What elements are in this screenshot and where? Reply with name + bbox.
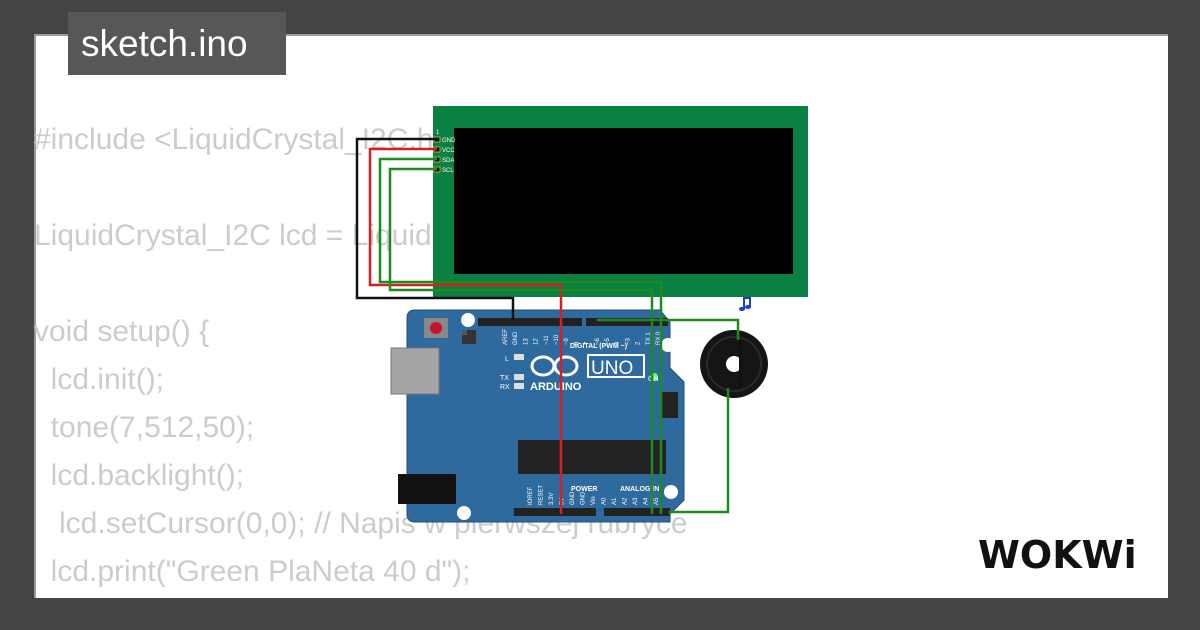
pin-label: ~3 — [625, 337, 631, 345]
board-model-label: UNO — [591, 358, 633, 379]
pin-label: 3.3V — [549, 493, 555, 505]
code-line: lcd.init(); — [34, 363, 165, 396]
wokwi-logo-text: WOKWi — [978, 533, 1137, 576]
pin-label: 12 — [534, 338, 540, 345]
code-line: lcd.print("Green PlaNeta 40 d"); — [34, 555, 471, 588]
pin-label: Vin — [591, 496, 597, 505]
pin-label: AREF — [503, 329, 509, 345]
usb-port — [390, 347, 440, 395]
pin-label: GND — [581, 491, 587, 505]
arduino-uno-board[interactable]: UNO ARDUINO DIGITAL (PWM ~) POWER ANALOG… — [390, 309, 685, 523]
lcd-screen — [454, 128, 793, 274]
analog-header-label: ANALOG IN — [620, 486, 659, 493]
code-line: void setup() { — [34, 315, 210, 348]
lcd-pin-gnd: GND — [442, 138, 456, 144]
pin-label: A2 — [623, 497, 629, 505]
lcd-pin1-marker: 1 — [436, 130, 440, 136]
pin-label: IOREF — [528, 486, 534, 505]
wire-scl — [388, 167, 654, 514]
piezo-buzzer[interactable] — [700, 330, 768, 398]
pin-label: TX 1 — [646, 332, 652, 345]
pin-label: ~6 — [595, 337, 601, 345]
wire-sda — [378, 157, 663, 514]
sketch-title-tab: sketch.ino — [68, 12, 286, 75]
pin-label: 4 — [615, 341, 621, 345]
music-note-icon — [739, 297, 751, 311]
lcd-pin-sda: SDA — [442, 158, 454, 164]
wire-vcc — [368, 147, 563, 514]
board-brand-label: ARDUINO — [530, 381, 582, 393]
wires — [355, 137, 740, 514]
wokwi-logo: WOKWi — [978, 533, 1137, 576]
pin-label: GND — [513, 331, 519, 345]
power-header-label: POWER — [571, 486, 597, 493]
bottom-pin-labels: IOREF RESET 3.3V 5V GND GND Vin A0 A1 A2 A3 A4 A5 — [528, 485, 660, 505]
wire-gnd — [355, 137, 515, 320]
led-label-rx: RX — [500, 384, 510, 391]
pin-label: A5 — [654, 497, 660, 505]
lcd-display[interactable]: 1 GND VCC SDA SCL — [433, 106, 808, 297]
pin-label: ~9 — [564, 337, 570, 345]
led-label-l: L — [505, 356, 509, 363]
lcd-pin-scl: SCL — [442, 168, 454, 174]
code-line: lcd.backlight(); — [34, 459, 245, 492]
pin-label: GND — [570, 491, 576, 505]
pin-label: ~5 — [605, 337, 611, 345]
pin-label: 5V — [560, 498, 566, 505]
power-jack — [398, 474, 456, 504]
code-line: tone(7,512,50); — [34, 411, 255, 444]
pin-label: RX 0 — [656, 331, 662, 345]
pin-label: 2 — [636, 341, 642, 345]
pin-label: ~11 — [544, 335, 550, 345]
pin-label: A1 — [612, 497, 618, 505]
pin-label: A3 — [633, 497, 639, 505]
wire-buzzer-gnd — [668, 388, 730, 514]
pin-label: A0 — [602, 497, 608, 505]
arduino-infinity-logo — [530, 355, 579, 377]
digital-header-label: DIGITAL (PWM ~) — [570, 343, 627, 350]
pin-label: 7 — [585, 341, 591, 345]
pin-label: ~10 — [554, 334, 560, 345]
microcontroller-chip — [518, 440, 666, 474]
pin-label: 8 — [574, 341, 580, 345]
pin-label: RESET — [539, 485, 545, 505]
wire-buzzer-signal — [597, 318, 740, 340]
led-label-tx: TX — [500, 375, 509, 382]
top-pin-labels: AREF GND 13 12 ~11 ~10 ~9 8 7 ~6 ~5 4 ~3 2 TX 1 RX 0 — [503, 329, 662, 345]
pin-label: A4 — [644, 497, 650, 505]
lcd-pin-vcc: VCC — [442, 148, 455, 154]
pin-label: 13 — [523, 338, 529, 345]
